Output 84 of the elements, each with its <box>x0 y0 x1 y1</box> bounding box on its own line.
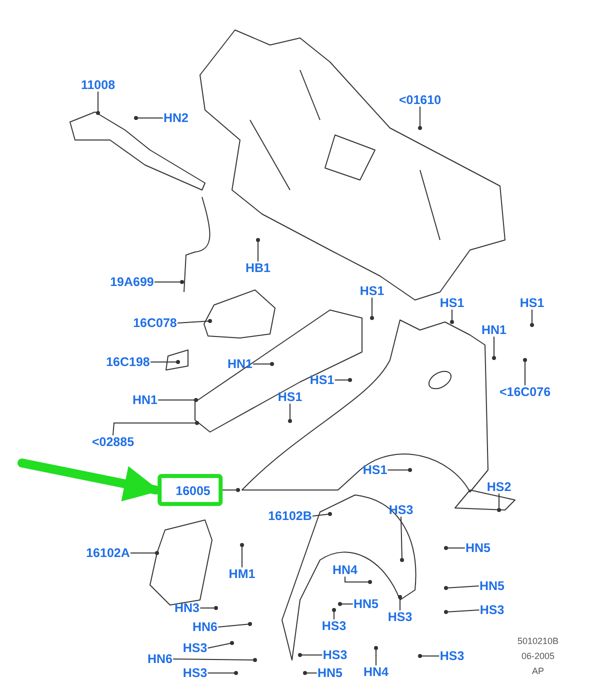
callout-number: HN1 <box>226 357 254 371</box>
callout-number: HS3 <box>182 666 208 680</box>
drawing-reference-note: 06-2005 <box>521 651 555 661</box>
leader-line <box>418 106 422 130</box>
callout-number: HN1 <box>132 393 158 407</box>
leader-line <box>332 608 336 620</box>
callout-number: 16102A <box>85 546 131 560</box>
leader-line <box>200 606 218 610</box>
callout-number: HN5 <box>478 579 506 593</box>
leader-line <box>450 310 454 324</box>
leader-line <box>444 546 465 550</box>
leader-line <box>334 378 352 382</box>
callout-number: HS3 <box>478 603 506 617</box>
leader-line <box>222 488 240 492</box>
callout-number: HS1 <box>362 463 388 477</box>
leader-line <box>288 404 292 423</box>
leader-line <box>256 238 260 262</box>
leader-line <box>253 362 274 366</box>
leader-line <box>312 512 332 516</box>
leader-line <box>240 543 244 568</box>
callout-number: HN4 <box>362 665 390 679</box>
leader-line <box>298 653 322 657</box>
callout-number: HS3 <box>182 641 208 655</box>
callout-number: HN4 <box>332 563 358 577</box>
leader-line <box>154 280 184 284</box>
leader-line <box>418 654 440 658</box>
callout-number: 16C078 <box>132 316 178 330</box>
leader-line <box>374 646 378 666</box>
leader-line <box>134 116 163 120</box>
callout-number: HN6 <box>146 652 174 666</box>
callout-number: HN5 <box>352 597 380 611</box>
callout-number: HS3 <box>322 648 348 662</box>
leader-line <box>130 551 159 555</box>
leader-line <box>303 671 317 675</box>
leader-line <box>523 358 527 386</box>
callout-number: 19A699 <box>109 275 155 289</box>
callout-number: 16102B <box>267 509 313 523</box>
leader-line <box>497 494 501 512</box>
callout-number: 16C198 <box>105 355 151 369</box>
callout-number: HS3 <box>438 649 466 663</box>
callout-number: HN1 <box>480 323 508 337</box>
callout-number: HN5 <box>464 541 492 555</box>
callout-number: HM1 <box>228 567 256 581</box>
leader-line <box>492 336 496 360</box>
leader-line <box>370 298 374 320</box>
leader-line <box>338 602 353 606</box>
callout-number: 11008 <box>80 78 116 92</box>
leader-line <box>344 576 372 584</box>
callout-number: HS1 <box>438 296 466 310</box>
drawing-reference-note: 5010210B <box>517 636 559 646</box>
callout-number: HS3 <box>320 619 348 633</box>
leader-line <box>150 360 180 364</box>
callout-number: <01610 <box>398 93 442 107</box>
leader-line <box>400 516 404 562</box>
leader-line <box>177 319 212 324</box>
leader-line <box>218 622 252 628</box>
leader-line <box>530 310 534 327</box>
callout-number: <16C076 <box>498 385 552 399</box>
callout-number: HN3 <box>174 601 200 615</box>
callout-number: HB1 <box>244 261 272 275</box>
callout-number: HS1 <box>308 373 336 387</box>
leader-line <box>388 468 412 472</box>
callout-number: HS1 <box>518 296 546 310</box>
callout-number: HS1 <box>358 284 386 298</box>
callout-number: 16005 <box>158 474 222 506</box>
callout-number: HN5 <box>316 666 344 680</box>
drawing-reference-note: AP <box>532 666 544 676</box>
leader-line <box>444 586 479 590</box>
leader-line <box>444 610 480 614</box>
leader-line <box>208 671 238 675</box>
callout-number: <02885 <box>90 435 136 449</box>
leader-line <box>173 658 257 662</box>
leader-line <box>398 595 402 610</box>
callout-number: HN2 <box>162 111 190 125</box>
callout-number: HS3 <box>388 503 414 517</box>
leader-line <box>112 421 199 436</box>
arrow <box>18 458 160 502</box>
callout-number: HS2 <box>486 480 512 494</box>
callout-number: HS3 <box>386 610 414 624</box>
callout-number: HN6 <box>192 620 218 634</box>
leader-line <box>158 398 198 402</box>
leader-line <box>96 92 100 115</box>
callout-number: HS1 <box>276 390 304 404</box>
leader-line <box>208 641 234 648</box>
